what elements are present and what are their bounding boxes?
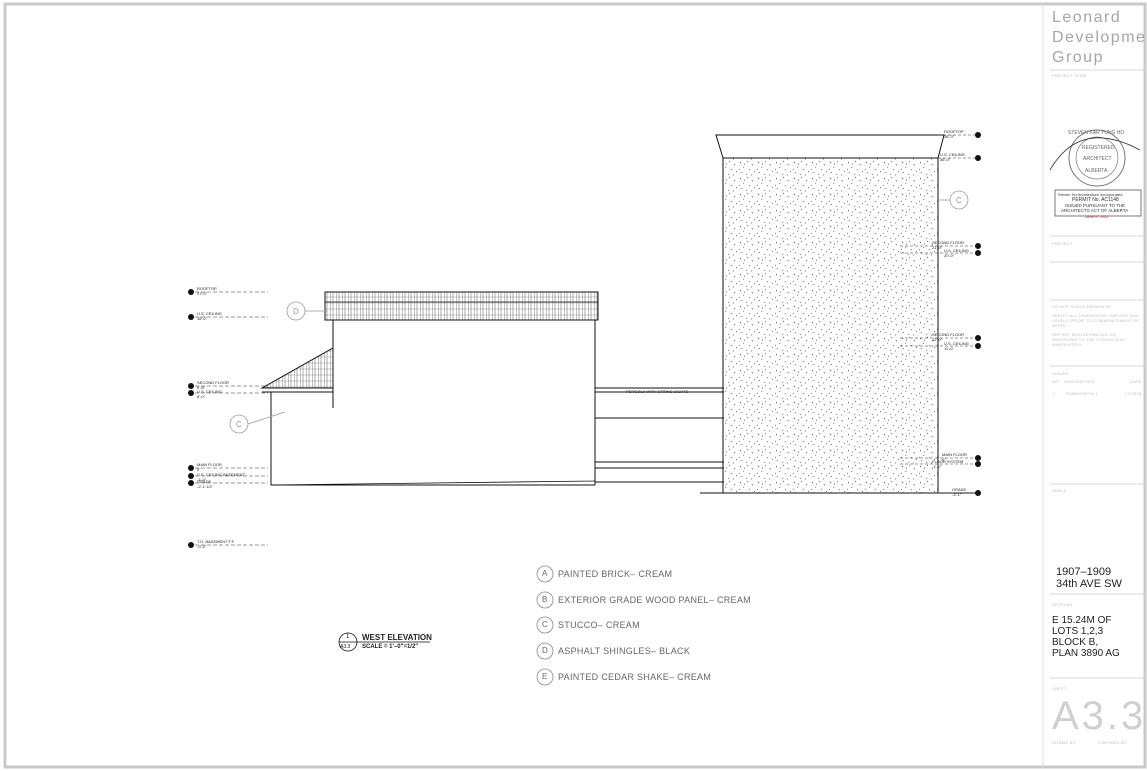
seal-issued-1: ISSUED PURSUANT TO THE xyxy=(1065,203,1126,208)
legend-key-e: E xyxy=(542,672,548,681)
left-building xyxy=(260,291,599,486)
note-3a: REPORT DISCREPANCIES OR xyxy=(1052,332,1117,337)
project-label: PROJECT xyxy=(1052,241,1073,246)
seal-company: Steven Ho Architecture Incorporated xyxy=(1058,192,1123,197)
legend-text-e: PAINTED CEDAR SHAKE– CREAM xyxy=(558,672,712,682)
sheet-number: A3.3 xyxy=(1052,694,1147,738)
project-team-label: PROJECT TEAM xyxy=(1052,73,1087,78)
right-tower xyxy=(700,134,980,494)
drawing-sheet-ref: A3.3 xyxy=(340,644,351,650)
left-level-basement-ff: T.O. BASEMENT F.F.-9'-0" xyxy=(197,539,235,549)
issues-col-date: DATE xyxy=(1130,379,1142,384)
keyplan-label: KEYPLAN xyxy=(1052,602,1073,607)
legend-key-a: A xyxy=(542,569,548,578)
drawn-by-label: DRAWN BY xyxy=(1052,740,1076,745)
architect-seal xyxy=(1049,129,1142,217)
issue-row-no: 1 xyxy=(1053,391,1056,396)
left-level-lines xyxy=(195,291,268,546)
legend-circles xyxy=(536,565,554,686)
note-1: DO NOT SCALE DRAWINGS xyxy=(1052,304,1111,309)
note-2c: WORK. xyxy=(1052,323,1068,328)
seal-date: JUNE 07 2025 xyxy=(1085,215,1108,219)
titleblock-rules xyxy=(1050,69,1147,679)
firm-name: Leonard Developmen Group xyxy=(1052,9,1147,66)
legend-key-b: B xyxy=(542,595,548,604)
material-tags xyxy=(229,190,969,434)
seals-label: SEALS xyxy=(1052,488,1067,493)
note-2b: LEVELS PRIOR TO COMMENCEMENT OF xyxy=(1052,318,1140,323)
drawing-scale: SCALE = 1'–0"=1/2" xyxy=(362,644,419,650)
issues-col-desc: DESCRIPTION xyxy=(1064,379,1095,384)
tower-stucco-wall xyxy=(722,157,939,494)
legend-key-c: C xyxy=(542,620,549,629)
tag-d-label: D xyxy=(293,307,299,316)
note-2a: VERIFY ALL DIMENSIONS, DATUMS AND xyxy=(1052,313,1139,318)
legend-text-a: PAINTED BRICK– CREAM xyxy=(558,569,673,579)
drawing-title-symbol xyxy=(338,632,430,652)
note-3c: IMMEDIATELY. xyxy=(1052,342,1083,347)
shed-roof xyxy=(260,347,334,389)
right-level-markers xyxy=(975,132,981,496)
note-3b: OMISSIONS TO THE CONSULTANT xyxy=(1052,337,1126,342)
drawing-number: 1 xyxy=(346,634,350,640)
right-level-lines xyxy=(900,134,976,494)
drawing-title: WEST ELEVATION xyxy=(362,633,432,642)
seal-role: ARCHITECT xyxy=(1083,156,1112,162)
issues-col-no: NO. xyxy=(1052,379,1061,384)
left-level-us-ceiling-basement: U.S. CEILING BASEMENT-1'-0" xyxy=(197,472,246,482)
left-level-grade: GRADE-2'-1 1/2" xyxy=(197,479,213,489)
issues-label: ISSUES xyxy=(1052,371,1069,376)
tag-c-left-label: C xyxy=(236,420,242,429)
project-address: 1907–1909 34th AVE SW xyxy=(1056,566,1122,590)
seal-permit: PERMIT No. AC1148 xyxy=(1072,197,1119,203)
tag-c-right-label: C xyxy=(956,196,962,205)
legend-text-b: EXTERIOR GRADE WOOD PANEL– CREAM xyxy=(558,595,751,605)
legend-text-d: ASPHALT SHINGLES– BLACK xyxy=(558,646,691,656)
sheet-label: SHEET xyxy=(1052,686,1067,691)
seal-assoc: REGISTERED xyxy=(1082,145,1115,151)
right-level-floor-system: FLOOR SYSTEM-1'-0" xyxy=(932,459,964,469)
tower-parapet xyxy=(715,134,945,159)
pergola-note: PERGOLA WITH STRING LIGHTS xyxy=(626,389,689,394)
checked-by-label: CHECKED BY xyxy=(1098,740,1128,745)
issue-row-date: 17/2025 xyxy=(1125,391,1142,396)
seal-province: ALBERTA xyxy=(1085,168,1108,174)
pergola xyxy=(595,387,724,483)
legal-description: E 15.24M OF LOTS 1,2,3 BLOCK B, PLAN 389… xyxy=(1052,615,1120,659)
legend-text-c: STUCCO– CREAM xyxy=(558,620,640,630)
right-level-grade: GRADE-4'-1" xyxy=(952,487,967,497)
issue-row-desc: SUBMISSION 1 xyxy=(1066,391,1099,396)
sheet-border xyxy=(3,2,1147,769)
seal-ring-text: STEVEN KAR YUNG HO xyxy=(1068,130,1125,136)
legend-key-d: D xyxy=(542,646,549,655)
seal-issued-2: ARCHITECTS ACT OF ALBERTA xyxy=(1061,208,1129,213)
roof-shingles xyxy=(324,291,599,321)
left-level-markers xyxy=(188,289,194,548)
